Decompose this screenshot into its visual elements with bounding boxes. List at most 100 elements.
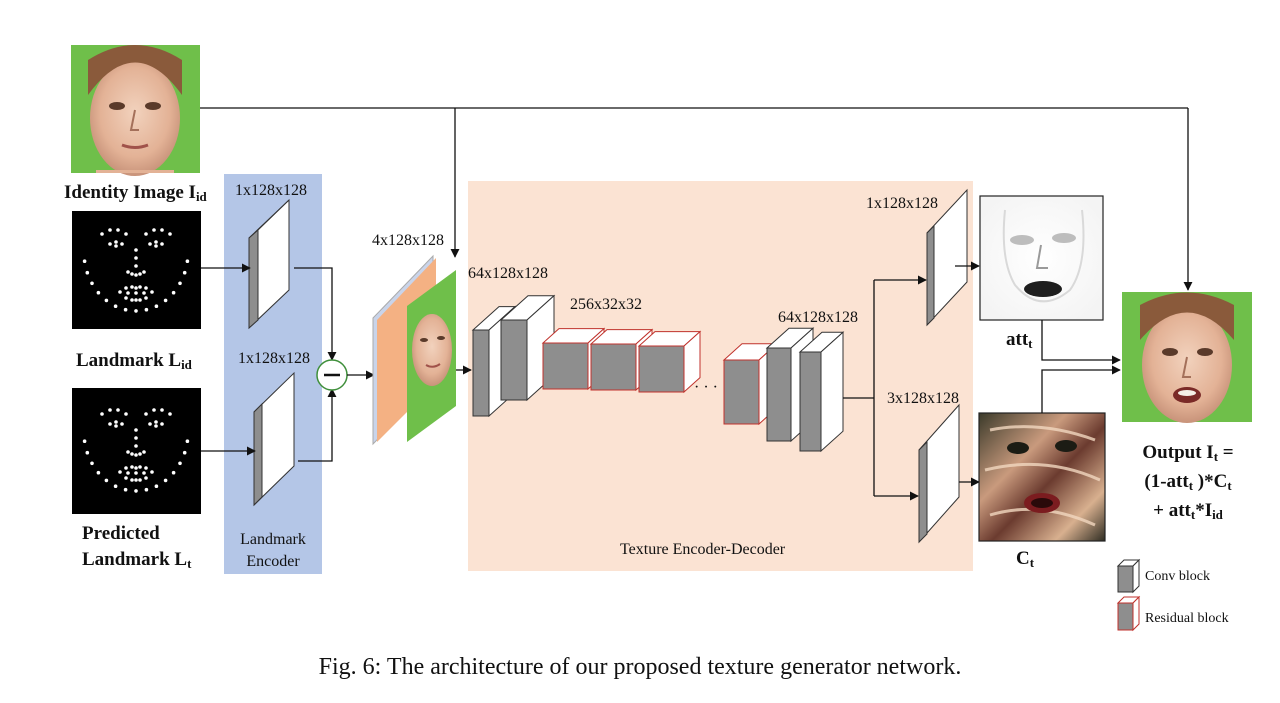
landmark-id-label: Landmark Lid [76, 350, 192, 373]
legend-conv-icon [1116, 558, 1141, 594]
dim-conv-last: 64x128x128 [778, 309, 858, 326]
dim-att-head: 1x128x128 [866, 195, 938, 212]
legend-residual-label: Residual block [1145, 611, 1229, 626]
landmark-dot [118, 290, 122, 294]
landmark-dot [126, 450, 130, 454]
landmark-dot [124, 476, 128, 480]
landmark-dot [142, 471, 146, 475]
landmark-dot [144, 466, 148, 470]
landmark-dot [108, 242, 112, 246]
landmark-dot [185, 259, 190, 264]
landmark-dot [120, 242, 124, 246]
attention-map-image [979, 195, 1104, 321]
landmark-dot [134, 436, 138, 440]
landmark-dot [124, 232, 128, 236]
dim-conv-first: 64x128x128 [468, 265, 548, 282]
landmark-dot [154, 244, 158, 248]
landmark-dot [150, 470, 154, 474]
landmark-encoder-label: Landmark Encoder [240, 531, 306, 570]
att-label: attt [1006, 329, 1033, 352]
landmark-dot [126, 291, 130, 295]
legend-conv-label: Conv block [1145, 569, 1210, 584]
landmark-dot [90, 461, 94, 466]
landmark-dot [148, 242, 152, 246]
landmark-dot [144, 476, 148, 480]
landmark-dot [85, 270, 90, 275]
dim-encoder-bottom: 1x128x128 [238, 350, 310, 367]
landmark-dot [134, 286, 138, 290]
landmark-dot [144, 307, 149, 312]
landmark-dot [154, 420, 158, 424]
identity-image-label: Identity Image Iid [64, 182, 207, 205]
landmark-dot [134, 466, 138, 470]
landmark-dot [144, 296, 148, 300]
landmark-dot [144, 487, 149, 492]
landmark-dot [171, 470, 176, 475]
color-label: Ct [1016, 548, 1035, 571]
landmark-dot [134, 444, 138, 448]
landmark-dot [163, 478, 168, 483]
landmark-dot [142, 270, 146, 274]
landmark-dot [144, 232, 148, 236]
landmark-dot [82, 439, 87, 444]
landmark-dot [154, 304, 159, 309]
landmark-dot [130, 272, 134, 276]
landmark-dot [142, 450, 146, 454]
landmark-dot [100, 412, 104, 416]
dim-residual: 256x32x32 [570, 296, 642, 313]
landmark-dot [126, 270, 130, 274]
landmark-dot [171, 290, 176, 295]
landmark-dot [148, 422, 152, 426]
landmark-dot [126, 471, 130, 475]
landmark-dot [138, 478, 142, 482]
dim-encoder-top: 1x128x128 [235, 182, 307, 199]
landmark-dot [123, 487, 128, 492]
landmark-dot [96, 470, 101, 475]
landmark-dot [130, 452, 134, 456]
landmark-dot [185, 439, 190, 444]
landmark-dot [90, 281, 94, 286]
landmark-dot [124, 296, 128, 300]
landmark-dot [138, 452, 142, 456]
landmark-dot [108, 408, 112, 412]
dim-color-head: 3x128x128 [887, 390, 959, 407]
landmark-dot [104, 478, 109, 483]
landmark-encoder-top-plane [248, 198, 290, 330]
figure-caption: Fig. 6: The architecture of our proposed… [318, 654, 962, 680]
landmark-dot [134, 478, 138, 482]
landmark-dot [124, 412, 128, 416]
landmark-dot [134, 471, 138, 475]
landmark-dot [138, 465, 142, 469]
landmark-dot [120, 422, 124, 426]
landmark-dot [152, 228, 156, 232]
landmark-dot [163, 298, 168, 303]
landmark-dot [134, 453, 138, 457]
landmark-dot [82, 259, 87, 264]
landmark-dot [118, 470, 122, 474]
landmark-dot [134, 273, 138, 277]
color-head-plane [918, 403, 960, 544]
residual-block [637, 330, 702, 394]
landmark-dot [144, 412, 148, 416]
landmark-dot [130, 298, 134, 302]
landmark-dot [100, 232, 104, 236]
landmark-dot [130, 465, 134, 469]
landmark-dot [130, 285, 134, 289]
landmark-dot [160, 242, 164, 246]
landmark-dot [134, 248, 138, 252]
subtract-node [316, 359, 348, 391]
color-map-image [978, 412, 1106, 542]
identity-image [71, 45, 200, 176]
landmark-dot [134, 256, 138, 260]
landmark-dot [124, 286, 128, 290]
landmark-dot [116, 408, 120, 412]
landmark-dot [114, 424, 118, 428]
landmark-dot [134, 489, 138, 493]
landmark-dot [182, 270, 187, 275]
landmark-dot [138, 298, 142, 302]
conv-block [798, 331, 845, 453]
landmark-dot [108, 228, 112, 232]
texture-encoder-decoder-label: Texture Encoder-Decoder [620, 541, 786, 558]
predicted-landmark-image [72, 388, 201, 514]
